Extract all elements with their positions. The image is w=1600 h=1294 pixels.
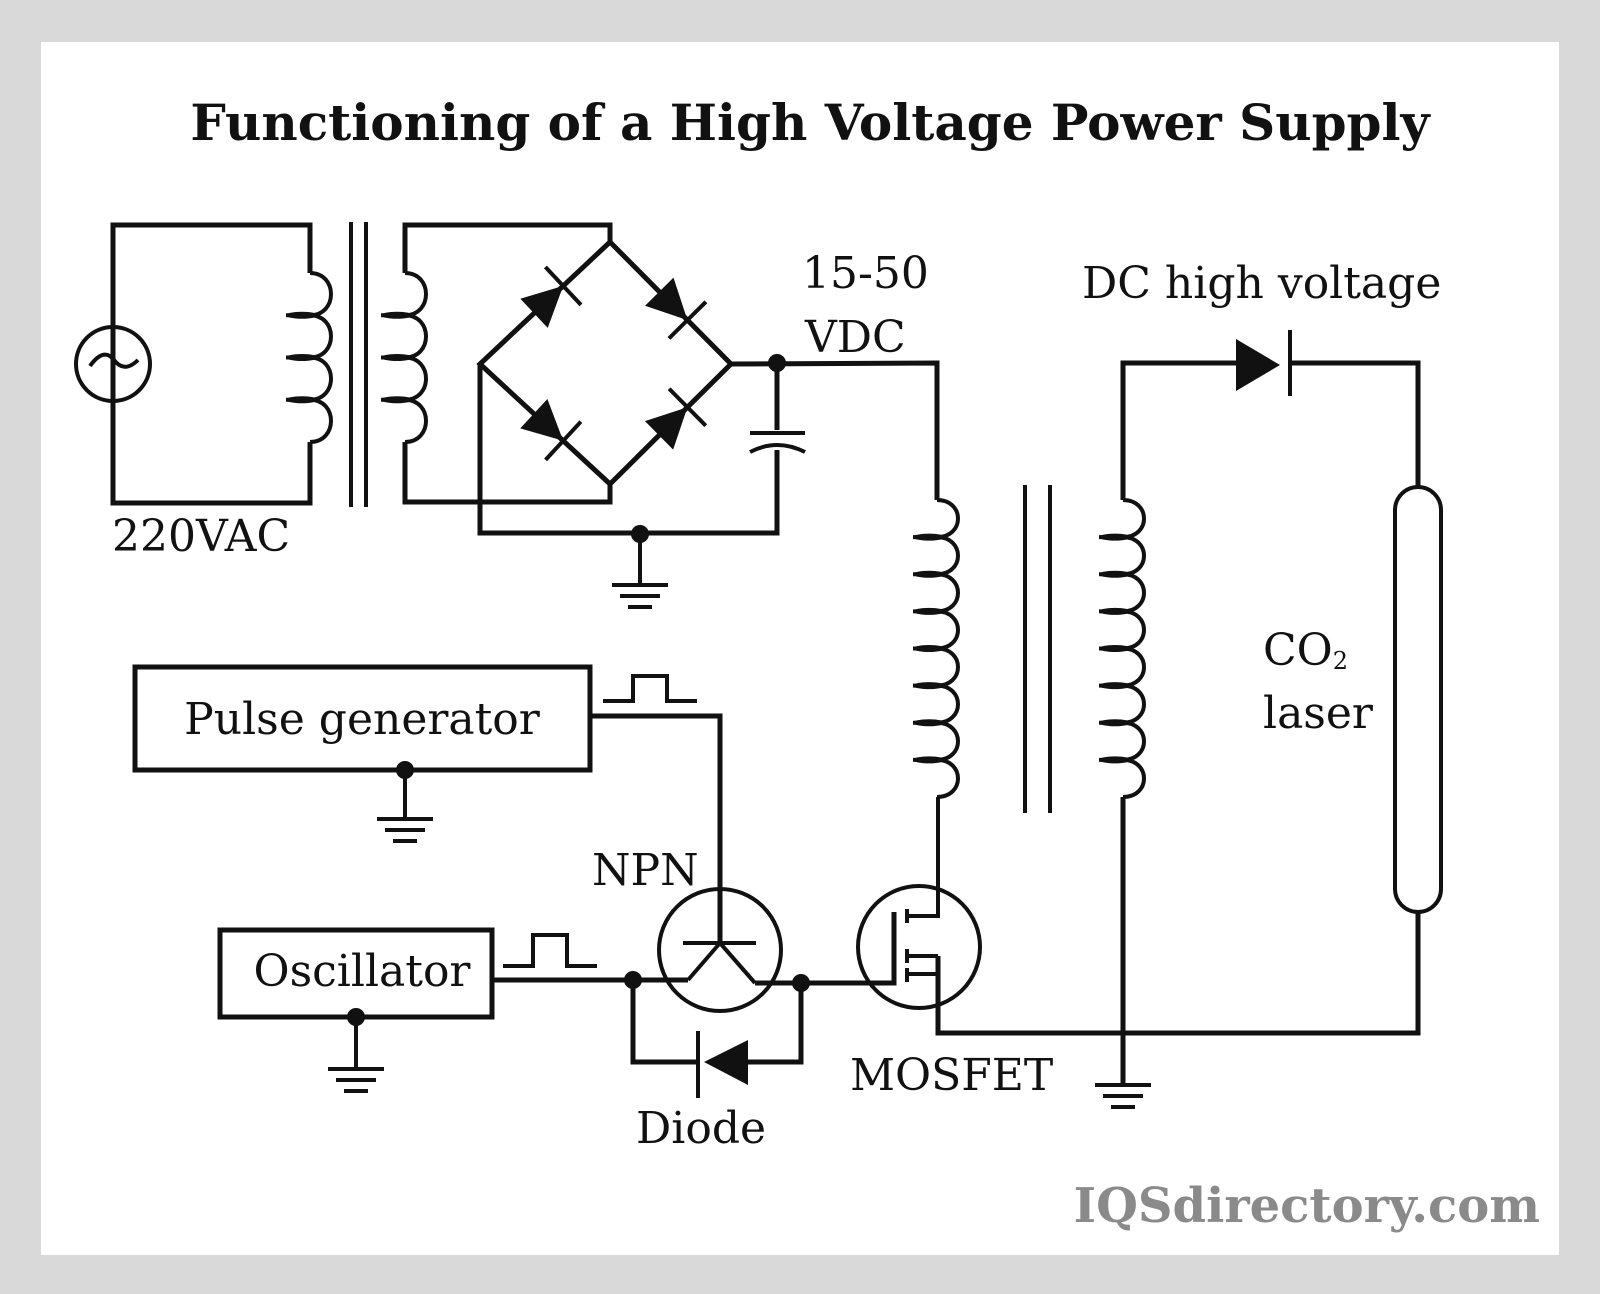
secondary-bottom-wire <box>402 442 613 505</box>
ac-source-icon <box>74 325 152 403</box>
coil-turn <box>381 311 413 319</box>
coil-turn <box>913 719 945 727</box>
output-diode-icon <box>1236 330 1292 396</box>
secondary-top-wire <box>402 222 613 273</box>
ground-icon <box>612 534 668 609</box>
diode-label: Diode <box>636 1103 766 1154</box>
pulse-wire <box>590 713 723 943</box>
ac-voltage-label: 220VAC <box>112 511 290 562</box>
hv-transformer-core-icon <box>1023 485 1052 813</box>
coil-turn <box>381 354 413 361</box>
rectifier-diode-icon <box>644 407 688 450</box>
coil-turn <box>286 354 318 361</box>
rectifier-diode-icon <box>520 398 564 441</box>
rectifier-diode-icon <box>645 277 688 321</box>
oscillator-waveform-icon <box>503 933 597 968</box>
dc-bus-wire <box>730 360 940 500</box>
coil-turn <box>1099 570 1131 578</box>
coil-turn <box>913 756 945 764</box>
transformer-core-icon <box>349 222 368 507</box>
mosfet-label: MOSFET <box>850 1050 1053 1101</box>
npn-transistor-icon <box>657 887 783 1013</box>
watermark-logo: IQSdirectory.com <box>1074 1178 1540 1234</box>
laser-label-co: CO <box>1263 625 1333 676</box>
filter-wire <box>477 363 780 536</box>
coil-turn <box>913 607 945 615</box>
coil-turn <box>913 570 945 578</box>
bridge-rectifier-icon <box>476 238 735 488</box>
laser-label-line1: CO2 <box>1263 625 1348 676</box>
coil-turn <box>913 533 945 541</box>
capacitor-icon <box>749 431 806 454</box>
ac-input-circuit <box>74 222 333 506</box>
ground-icon <box>1095 1033 1151 1109</box>
dc-high-voltage-label: DC high voltage <box>1082 258 1441 309</box>
ground-icon <box>328 1017 384 1093</box>
diode-wire <box>630 980 804 1065</box>
protection-diode-icon <box>696 1031 748 1098</box>
hv-output-wire <box>1120 360 1421 500</box>
dc-low-label-line1: 15-50 <box>802 248 929 299</box>
coil-turn <box>381 396 413 404</box>
coil-turn <box>1099 719 1131 727</box>
npn-label: NPN <box>592 845 699 896</box>
diagram-title: Functioning of a High Voltage Power Supp… <box>190 93 1431 152</box>
pulse-waveform-icon <box>603 674 697 703</box>
coil-turn <box>913 645 945 652</box>
mosfet-icon <box>856 797 982 1010</box>
rectifier-diode-icon <box>520 285 564 328</box>
coil-turn <box>913 682 945 690</box>
laser-label-line2: laser <box>1263 688 1374 739</box>
oscillator-label: Oscillator <box>254 946 472 997</box>
secondary-coil-icon <box>380 271 428 444</box>
coil-turn <box>286 396 318 404</box>
coil-turn <box>1099 607 1131 615</box>
primary-loop-wire <box>110 222 313 506</box>
hv-primary-coil-icon <box>913 498 960 799</box>
primary-coil-icon <box>285 271 333 444</box>
pulse-generator-label: Pulse generator <box>184 694 541 745</box>
laser-label-subscript: 2 <box>1333 647 1348 675</box>
co2-laser-tube-icon <box>1393 485 1443 914</box>
coil-turn <box>286 311 318 319</box>
coil-turn <box>1099 645 1131 652</box>
coil-turn <box>1099 682 1131 690</box>
dc-low-label-line2: VDC <box>804 312 906 363</box>
hv-secondary-coil-icon <box>1099 498 1146 799</box>
coil-turn <box>1099 756 1131 764</box>
ground-icon <box>377 770 433 843</box>
coil-turn <box>1099 533 1131 541</box>
return-wire <box>935 912 1421 1036</box>
